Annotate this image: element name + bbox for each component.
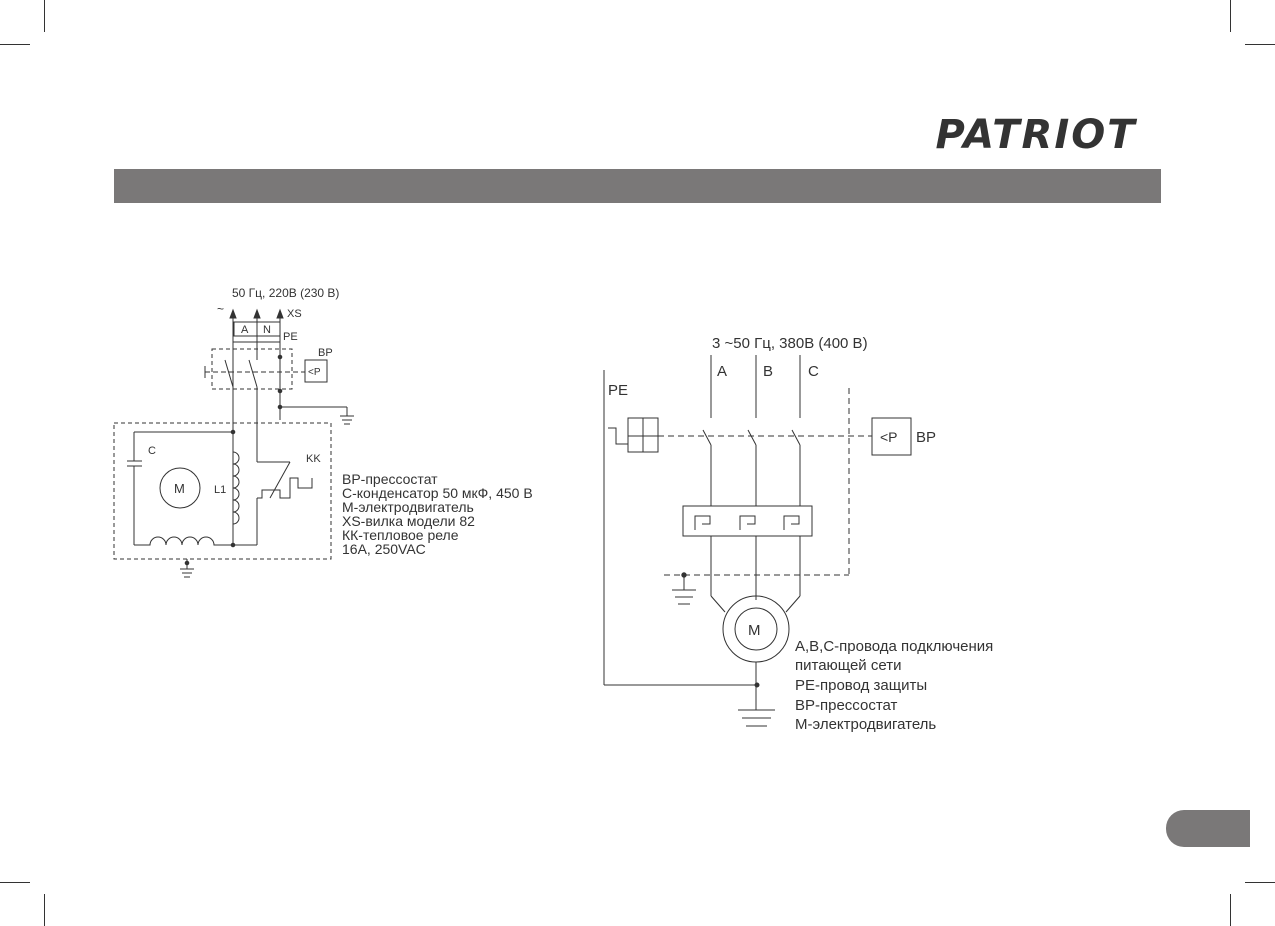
- phase-a-label: A: [717, 363, 727, 380]
- legend-line: питающей сети: [795, 657, 901, 674]
- page-number-tab: [1166, 810, 1250, 847]
- crop-mark: [1245, 44, 1275, 45]
- legend-line: С-конденсатор 50 мкФ, 450 В: [342, 485, 533, 501]
- supply-label: 50 Гц, 220В (230 В): [232, 286, 339, 300]
- three-phase-legend: А,В,С-провода подключения питающей сети …: [795, 638, 993, 733]
- tilde-symbol: ~: [217, 302, 224, 316]
- legend-line: BP-прессостат: [795, 697, 898, 714]
- switch-symbol: <P: [308, 367, 321, 378]
- terminal-a-label: A: [241, 324, 249, 336]
- motor-label: M: [174, 481, 185, 496]
- supply-label: 3 ~50 Гц, 380В (400 В): [712, 335, 868, 352]
- patriot-logo: PATRIOT: [935, 112, 1137, 156]
- crop-mark: [44, 0, 45, 32]
- section-header-bar: [114, 169, 1161, 203]
- motor-label: M: [748, 622, 761, 639]
- phase-b-label: B: [763, 363, 773, 380]
- logo-text: PATRIOT: [935, 112, 1137, 156]
- terminal-pe-label: PE: [283, 331, 298, 343]
- relay-label: KK: [306, 453, 321, 465]
- terminal-n-label: N: [263, 324, 271, 336]
- phase-c-label: C: [808, 363, 819, 380]
- single-phase-legend: BP-прессостат С-конденсатор 50 мкФ, 450 …: [342, 471, 533, 557]
- switch-symbol: <P: [880, 429, 898, 445]
- legend-line: КК-тепловое реле: [342, 527, 459, 543]
- crop-mark: [1245, 882, 1275, 883]
- crop-mark: [0, 44, 30, 45]
- switch-label: BP: [318, 347, 333, 359]
- legend-line: XS-вилка модели 82: [342, 513, 475, 529]
- crop-mark: [44, 894, 45, 926]
- crop-mark: [0, 882, 30, 883]
- capacitor-label: C: [148, 445, 156, 457]
- legend-line: А,В,С-провода подключения: [795, 638, 993, 655]
- legend-line: М-электродвигатель: [795, 716, 936, 733]
- legend-line: М-электродвигатель: [342, 499, 474, 515]
- switch-label: BP: [916, 429, 936, 446]
- plug-label: XS: [287, 308, 302, 320]
- legend-line: 16А, 250VAC: [342, 541, 426, 557]
- crop-mark: [1230, 0, 1231, 32]
- single-phase-diagram: 50 Гц, 220В (230 В) ~ XS A N PE <P BP: [113, 286, 533, 578]
- crop-mark: [1230, 894, 1231, 926]
- legend-line: BP-прессостат: [342, 471, 438, 487]
- three-phase-diagram: 3 ~50 Гц, 380В (400 В) PE A B C <P BP: [603, 335, 993, 733]
- coil-label: L1: [214, 484, 226, 496]
- legend-line: РЕ-провод защиты: [795, 677, 927, 694]
- pe-label: PE: [608, 382, 628, 399]
